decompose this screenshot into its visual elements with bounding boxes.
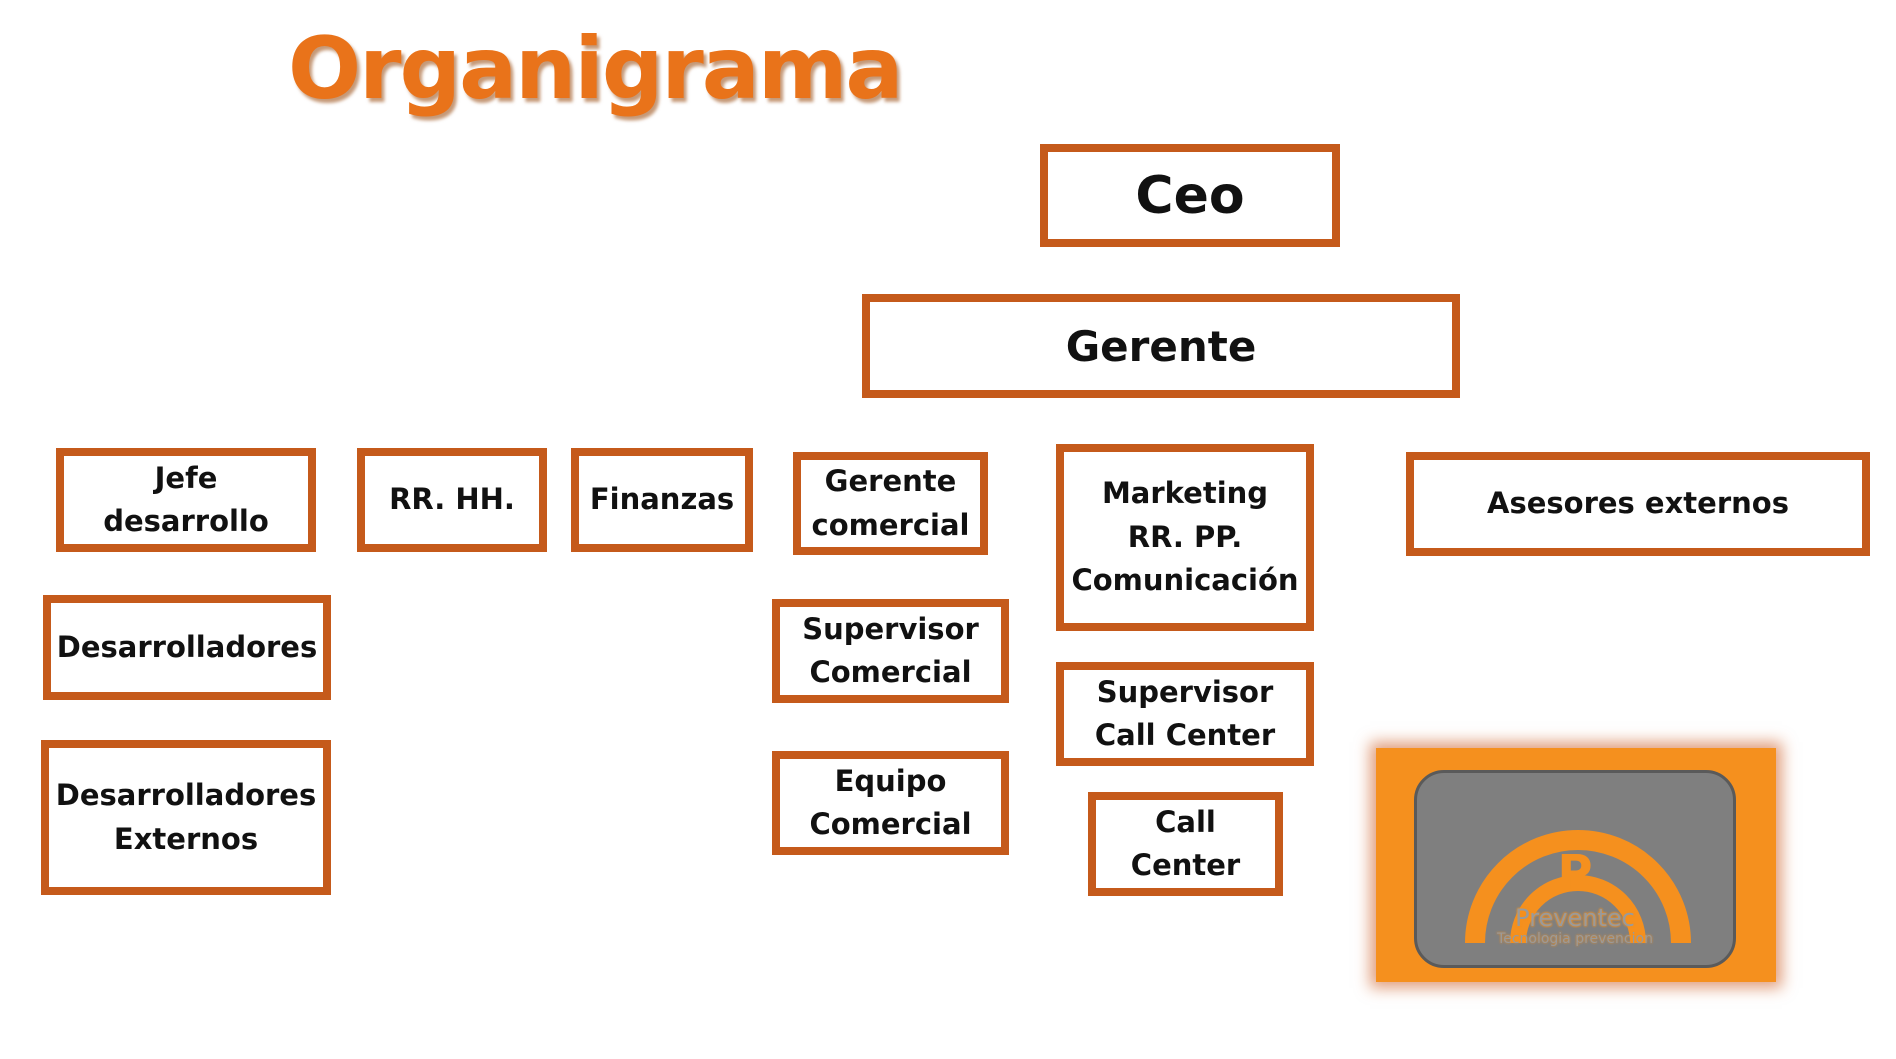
box-rrhh: RR. HH. <box>357 448 547 552</box>
box-gerente: Gerente <box>862 294 1460 398</box>
logo-letter: P <box>1557 845 1593 901</box>
logo-tagline: Tecnologia prevencion <box>1497 931 1653 947</box>
page-title: Organigrama <box>288 19 903 119</box>
box-desarrolladores: Desarrolladores <box>43 595 331 700</box>
box-jefe-desarrollo: Jefe desarrollo <box>56 448 316 552</box>
box-desarrolladores-externos: Desarrolladores Externos <box>41 740 331 895</box>
box-supervisor-comercial: Supervisor Comercial <box>772 599 1009 703</box>
box-finanzas: Finanzas <box>571 448 753 552</box>
arc-logo-icon <box>1465 830 1691 944</box>
logo-name: Preventec <box>1515 904 1635 932</box>
box-marketing: Marketing RR. PP. Comunicación <box>1056 444 1314 631</box>
box-call-center: Call Center <box>1088 792 1283 896</box>
box-supervisor-call-center: Supervisor Call Center <box>1056 662 1314 766</box>
preventec-logo: P Preventec Tecnologia prevencion <box>1376 748 1776 982</box>
box-asesores-externos: Asesores externos <box>1406 452 1870 556</box>
logo-panel: P Preventec Tecnologia prevencion <box>1414 770 1736 968</box>
box-gerente-comercial: Gerente comercial <box>793 452 988 555</box>
box-equipo-comercial: Equipo Comercial <box>772 751 1009 855</box>
box-ceo: Ceo <box>1040 144 1340 247</box>
